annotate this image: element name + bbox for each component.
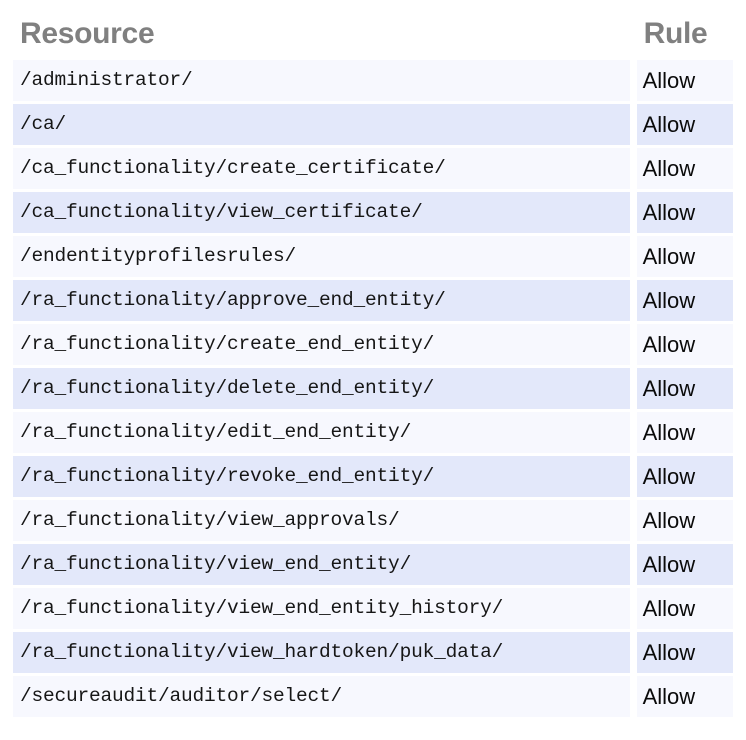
cell-resource: /secureaudit/auditor/select/ [13,676,630,717]
cell-resource: /ra_functionality/approve_end_entity/ [13,280,630,321]
cell-rule: Allow [636,676,733,717]
table-row: /ra_functionality/view_approvals/Allow [13,500,733,541]
cell-resource: /ra_functionality/revoke_end_entity/ [13,456,630,497]
table-row: /ca_functionality/create_certificate/All… [13,148,733,189]
table-row: /ra_functionality/view_end_entity/Allow [13,544,733,585]
cell-resource: /endentityprofilesrules/ [13,236,630,277]
table-row: /ra_functionality/edit_end_entity/Allow [13,412,733,453]
cell-resource: /administrator/ [13,60,630,101]
table-row: /secureaudit/auditor/select/Allow [13,676,733,717]
cell-resource: /ra_functionality/view_end_entity_histor… [13,588,630,629]
cell-rule: Allow [636,368,733,409]
cell-resource: /ra_functionality/delete_end_entity/ [13,368,630,409]
cell-rule: Allow [636,104,733,145]
table-row: /ra_functionality/revoke_end_entity/Allo… [13,456,733,497]
column-header-rule: Rule [643,17,708,50]
table-row: /ra_functionality/view_hardtoken/puk_dat… [13,632,733,673]
table-row: /ca/Allow [13,104,733,145]
table-row: /ra_functionality/view_end_entity_histor… [13,588,733,629]
cell-rule: Allow [636,544,733,585]
cell-resource: /ra_functionality/view_end_entity/ [13,544,630,585]
cell-resource: /ra_functionality/create_end_entity/ [13,324,630,365]
cell-rule: Allow [636,632,733,673]
cell-rule: Allow [636,280,733,321]
table-body: /administrator/Allow/ca/Allow/ca_functio… [13,60,733,717]
table-row: /ca_functionality/view_certificate/Allow [13,192,733,233]
cell-rule: Allow [636,60,733,101]
table-row: /ra_functionality/create_end_entity/Allo… [13,324,733,365]
cell-rule: Allow [636,456,733,497]
cell-rule: Allow [636,148,733,189]
cell-resource: /ca_functionality/view_certificate/ [13,192,630,233]
table-header: Resource Rule [13,17,733,57]
cell-resource: /ra_functionality/edit_end_entity/ [13,412,630,453]
cell-rule: Allow [636,588,733,629]
access-rules-table: Resource Rule /administrator/Allow/ca/Al… [6,14,740,720]
column-header-resource: Resource [20,17,155,50]
cell-resource: /ca_functionality/create_certificate/ [13,148,630,189]
cell-rule: Allow [636,412,733,453]
cell-resource: /ra_functionality/view_hardtoken/puk_dat… [13,632,630,673]
table-header-row: Resource Rule [13,17,733,57]
table-row: /ra_functionality/delete_end_entity/Allo… [13,368,733,409]
cell-resource: /ra_functionality/view_approvals/ [13,500,630,541]
cell-rule: Allow [636,500,733,541]
cell-resource: /ca/ [13,104,630,145]
table-row: /endentityprofilesrules/Allow [13,236,733,277]
cell-rule: Allow [636,236,733,277]
table-row: /administrator/Allow [13,60,733,101]
table-row: /ra_functionality/approve_end_entity/All… [13,280,733,321]
cell-rule: Allow [636,192,733,233]
cell-rule: Allow [636,324,733,365]
